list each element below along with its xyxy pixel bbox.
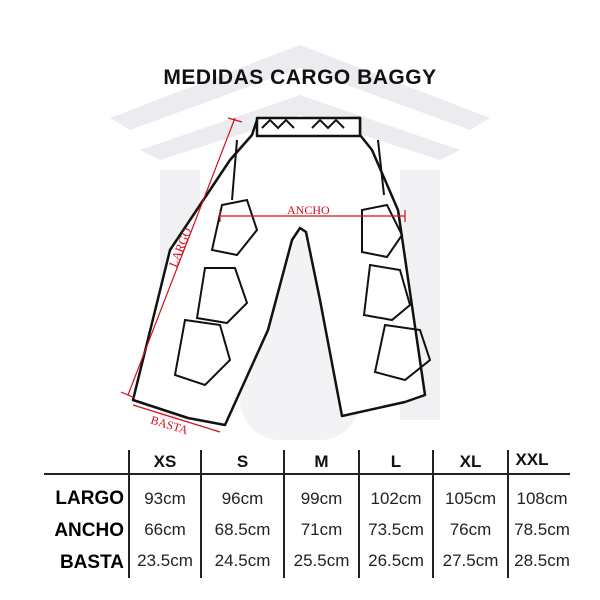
col-divider <box>432 450 434 578</box>
col-divider <box>128 450 130 578</box>
table-cell: 24.5cm <box>214 551 271 570</box>
size-header: XXL <box>515 450 549 469</box>
table-cell: 73.5cm <box>368 520 424 539</box>
table-cell: 25.5cm <box>293 551 350 570</box>
size-header: XL <box>459 452 482 471</box>
size-header: M <box>314 452 329 471</box>
page-title: MEDIDAS CARGO BAGGY <box>163 66 437 89</box>
table-cell: 99cm <box>300 489 343 508</box>
table-cell: 23.5cm <box>137 551 193 570</box>
table-cell: 28.5cm <box>514 551 570 570</box>
table-cell: 26.5cm <box>368 551 424 570</box>
col-divider <box>507 450 509 578</box>
table-cell: 27.5cm <box>442 551 499 570</box>
row-label-ancho: ANCHO <box>54 520 124 541</box>
table-cell: 96cm <box>221 489 264 508</box>
size-header: S <box>236 452 249 471</box>
row-label-largo: LARGO <box>55 488 124 509</box>
size-header: L <box>390 452 402 471</box>
table-cell: 66cm <box>144 520 186 539</box>
table-cell: 68.5cm <box>214 520 271 539</box>
measure-lines <box>120 117 406 433</box>
table-cell: 108cm <box>516 489 568 508</box>
table-cell: 76cm <box>449 520 492 539</box>
table-cell: 102cm <box>370 489 422 508</box>
table-cell: 93cm <box>144 489 186 508</box>
col-divider <box>283 450 285 578</box>
table-cell: 78.5cm <box>514 520 570 539</box>
size-header: XS <box>153 452 177 471</box>
row-label-basta: BASTA <box>59 552 124 573</box>
table-cell: 105cm <box>444 489 497 508</box>
table-cell: 71cm <box>300 520 343 539</box>
col-divider <box>358 450 360 578</box>
col-divider <box>200 450 202 578</box>
header-divider <box>44 473 570 475</box>
label-ancho: ANCHO <box>287 203 330 217</box>
